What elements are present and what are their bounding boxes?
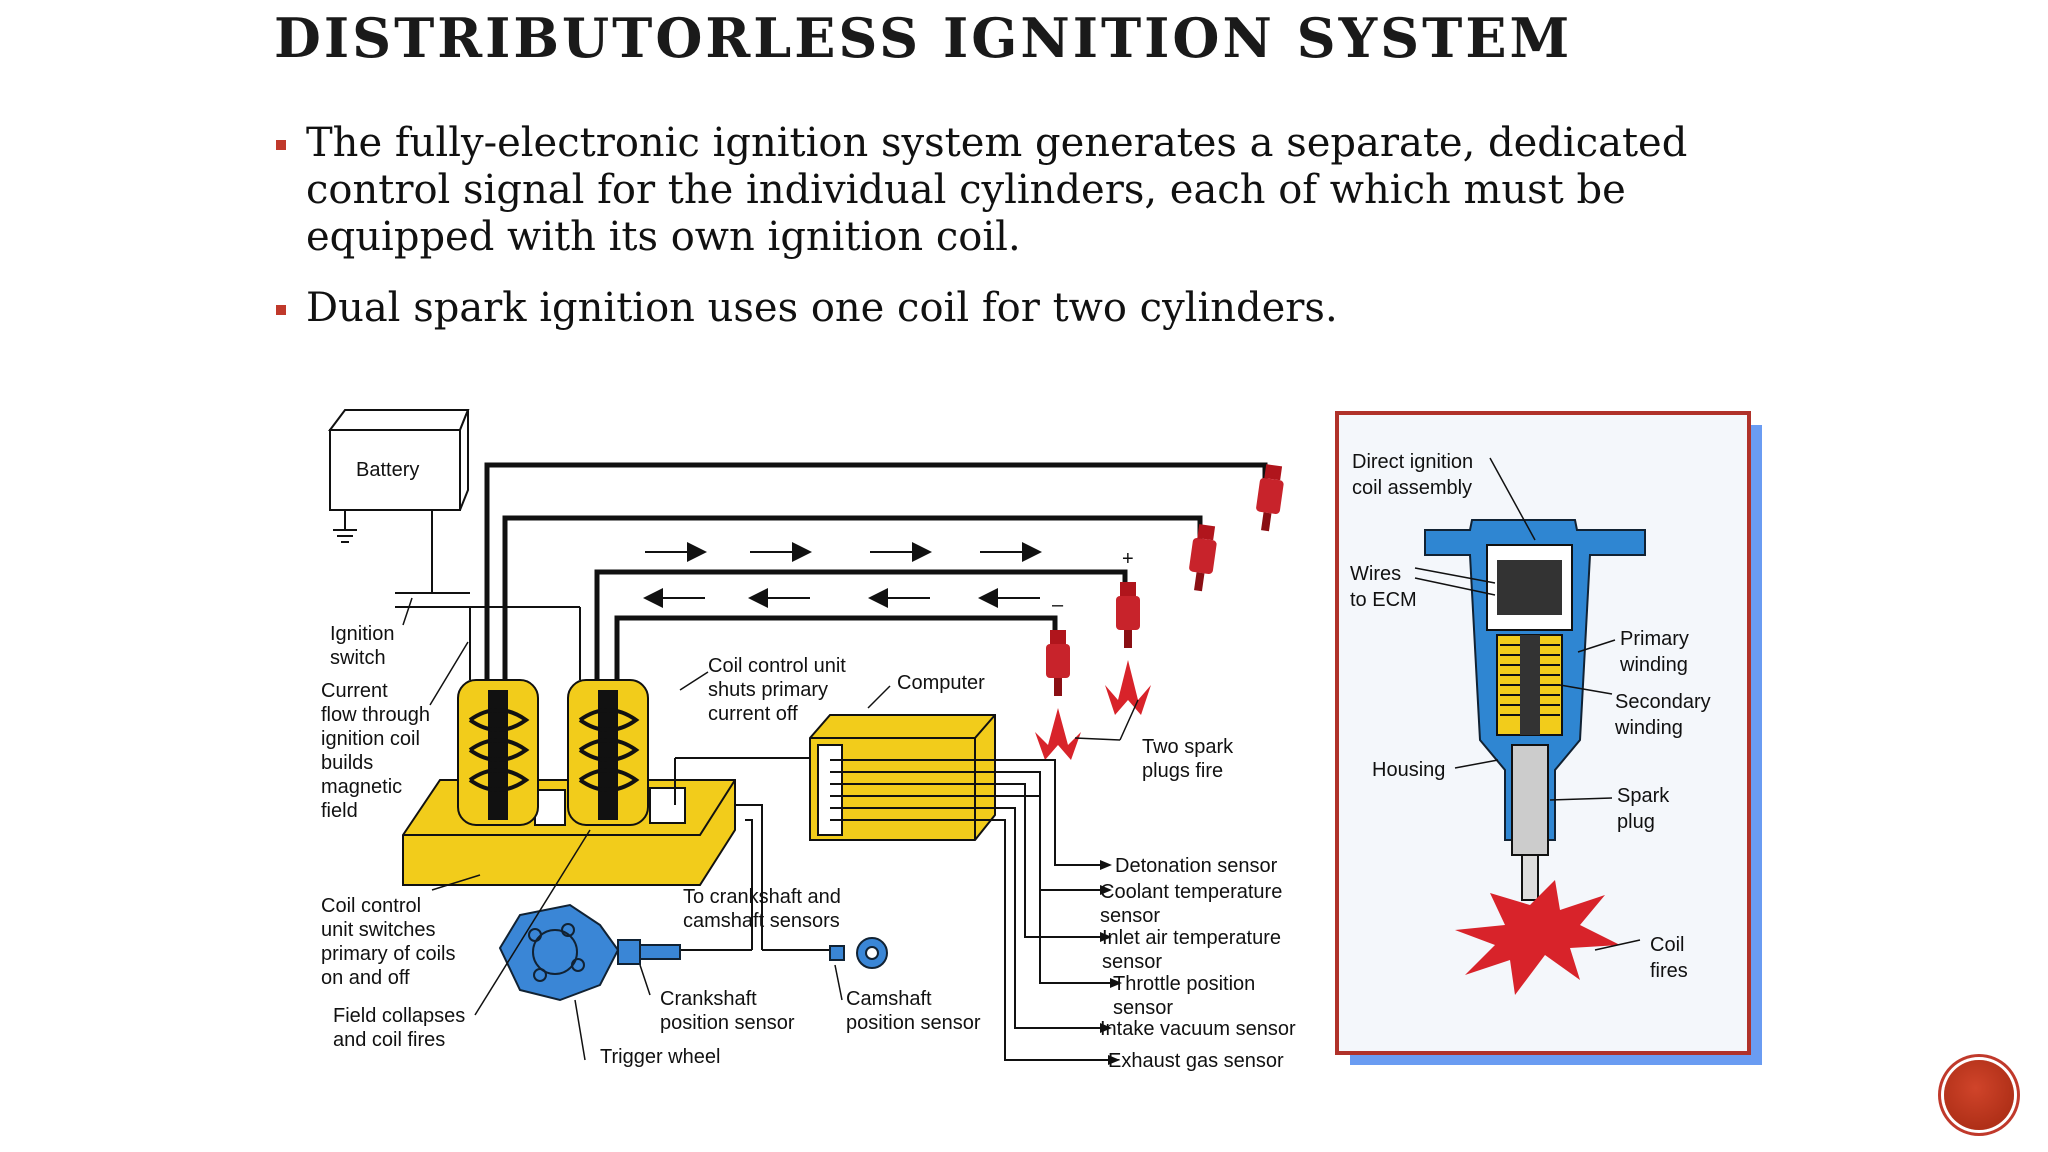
spark-plug-icon <box>1046 630 1070 696</box>
battery-icon <box>328 409 470 593</box>
direct-ignition-coil-icon <box>1424 519 1646 901</box>
spark-burst-icon <box>1105 660 1151 715</box>
wires-to-ecm-label: Wires to ECM <box>1350 563 1417 611</box>
trigger-wheel-icon <box>498 903 620 1002</box>
spark-plug-label: Spark plug <box>1617 785 1675 833</box>
bullet-item: The fully-electronic ignition system gen… <box>272 120 1712 261</box>
current-flow-label: Current flow through ignition coil build… <box>321 680 436 822</box>
sensor-label: Inlet air temperature sensor <box>1102 927 1287 973</box>
slide-nav-button[interactable] <box>1944 1060 2014 1130</box>
camshaft-sensor-label: Camshaft position sensor <box>846 988 981 1034</box>
sensor-label: Throttle position sensor <box>1113 973 1261 1019</box>
secondary-winding-label: Secondary winding <box>1614 691 1716 739</box>
to-sensors-label: To crankshaft and camshaft sensors <box>683 886 846 932</box>
spark-plug-icon <box>1116 582 1140 648</box>
bullet-item: Dual spark ignition uses one coil for tw… <box>272 285 1712 332</box>
coil-control-shuts-label: Coil control unit shuts primary current … <box>708 655 851 725</box>
crankshaft-sensor-icon <box>617 939 681 965</box>
primary-winding-label: Primary winding <box>1619 628 1694 676</box>
computer-label: Computer <box>897 672 985 694</box>
coil-control-unit-switches-label: Coil control unit switches primary of co… <box>321 895 461 989</box>
battery-label: Battery <box>356 459 419 481</box>
sensor-label: Exhaust gas sensor <box>1108 1050 1284 1072</box>
left-diagram: Battery + – <box>321 409 1296 1072</box>
bullet-text: Dual spark ignition uses one coil for tw… <box>306 285 1338 331</box>
spark-burst-icon <box>1035 708 1081 760</box>
trigger-wheel-label: Trigger wheel <box>600 1046 720 1068</box>
computer-box <box>809 714 996 841</box>
spark-plug-icon <box>1256 464 1284 532</box>
ignition-coil-icon <box>567 679 649 826</box>
sensor-label: Coolant temperature sensor <box>1100 881 1288 927</box>
ignition-coil-icon <box>457 679 539 826</box>
bullet-marker-icon <box>276 305 286 315</box>
ignition-switch-label: Ignition switch <box>330 623 400 669</box>
two-spark-plugs-label: Two spark plugs fire <box>1142 736 1239 782</box>
right-diagram: Direct ignition coil assembly Wires to E… <box>1335 411 1762 1065</box>
housing-label: Housing <box>1372 759 1445 781</box>
bullet-text: The fully-electronic ignition system gen… <box>306 120 1688 260</box>
minus-label: – <box>1052 594 1064 616</box>
crankshaft-sensor-label: Crankshaft position sensor <box>660 988 795 1034</box>
spark-plug-icon <box>1189 524 1217 592</box>
direct-ignition-label: Direct ignition coil assembly <box>1352 451 1479 499</box>
camshaft-sensor-icon <box>829 937 888 969</box>
sensor-label: Intake vacuum sensor <box>1100 1018 1296 1040</box>
field-collapses-label: Field collapses and coil fires <box>333 1005 471 1051</box>
sensor-label: Detonation sensor <box>1115 855 1278 877</box>
plus-label: + <box>1122 548 1134 570</box>
coil-fires-label: Coil fires <box>1650 934 1690 982</box>
spark-burst-icon <box>1455 880 1620 995</box>
bullet-marker-icon <box>276 140 286 150</box>
slide-title: DISTRIBUTORLESS IGNITION SYSTEM <box>274 6 1573 70</box>
bullet-list: The fully-electronic ignition system gen… <box>272 120 1712 332</box>
